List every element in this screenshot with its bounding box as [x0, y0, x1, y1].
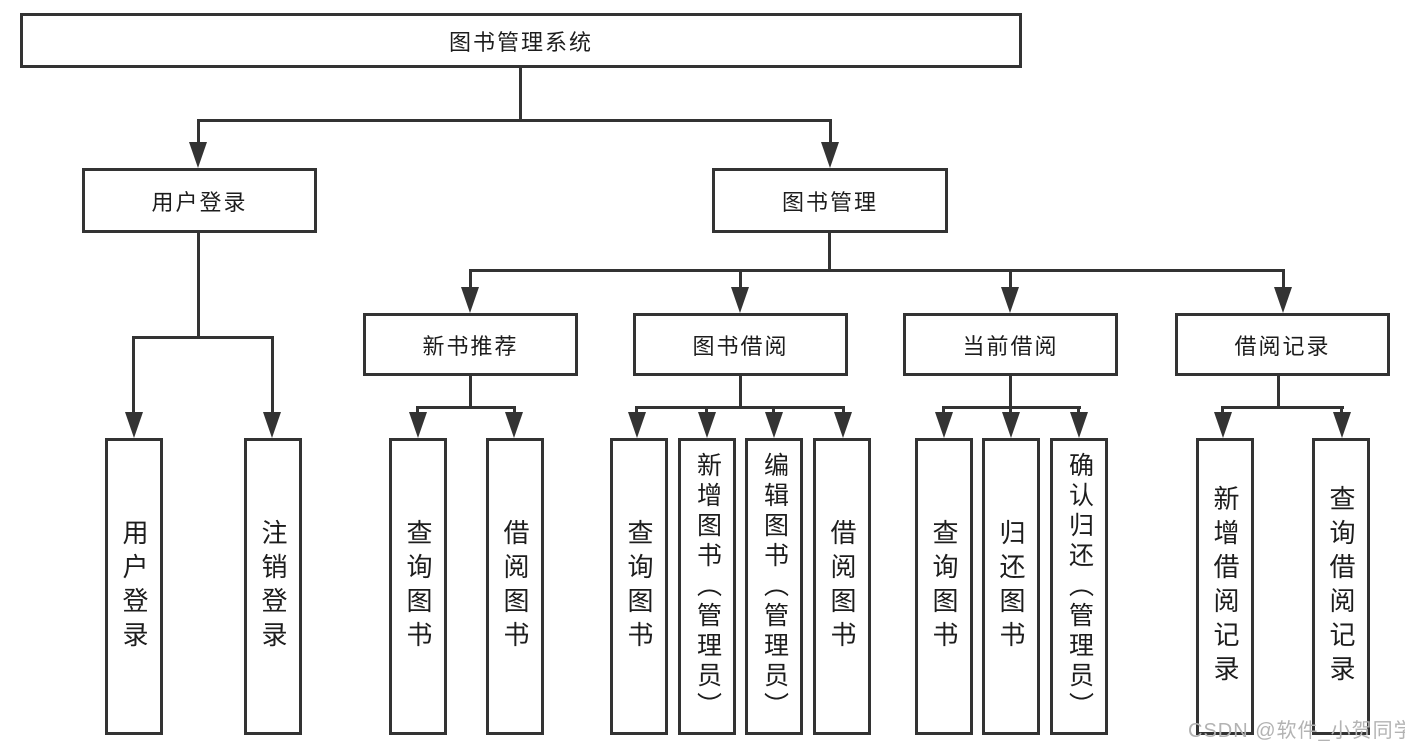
arrow-down-icon-cb-return	[1002, 412, 1020, 438]
leaf-nb-borrow-books: 借阅图书	[486, 438, 544, 735]
borrow-records-rail-line	[1221, 406, 1344, 409]
leaf-br-add-record-label: 新增借阅记录	[1210, 484, 1240, 689]
leaf-cb-return-books-label: 归还图书	[996, 518, 1026, 655]
drop-line-cb-query	[942, 406, 945, 414]
drop-line-book-management	[829, 119, 832, 144]
book-borrow-stem-line	[739, 376, 742, 409]
node-book-management: 图书管理	[712, 168, 948, 233]
user-login-rail-line	[132, 336, 274, 339]
node-book-management-label: 图书管理	[781, 189, 878, 215]
leaf-br-query-record-label: 查询借阅记录	[1326, 484, 1356, 689]
leaf-logout-label: 注销登录	[258, 518, 288, 655]
drop-line-br-add	[1221, 406, 1224, 414]
node-borrow-records: 借阅记录	[1175, 313, 1390, 376]
node-borrow-records-label: 借阅记录	[1234, 333, 1331, 359]
drop-line-bb-borrow	[842, 406, 845, 414]
leaf-logout: 注销登录	[244, 438, 302, 735]
drop-line-leaf-logout	[271, 336, 274, 414]
drop-line-cb-confirm	[1077, 406, 1080, 414]
node-current-borrow: 当前借阅	[903, 313, 1118, 376]
leaf-bb-borrow-books-label: 借阅图书	[827, 518, 857, 655]
leaf-user-login: 用户登录	[105, 438, 163, 735]
leaf-cb-query-books: 查询图书	[915, 438, 973, 735]
arrow-down-icon-br-query	[1333, 412, 1351, 438]
root-stem-line	[519, 68, 522, 122]
leaf-nb-query-books-label: 查询图书	[403, 518, 433, 655]
leaf-bb-borrow-books: 借阅图书	[813, 438, 871, 735]
node-user-login: 用户登录	[82, 168, 317, 233]
drop-line-new-book	[469, 269, 472, 289]
arrow-down-icon-book-management	[821, 142, 839, 168]
arrow-down-icon-new-book	[461, 287, 479, 313]
arrow-down-icon-br-add	[1214, 412, 1232, 438]
leaf-bb-add-books-admin-label: 新增图书（管理员）	[693, 451, 722, 722]
drop-line-nb-borrow	[513, 406, 516, 414]
drop-line-bb-query	[635, 406, 638, 414]
drop-line-leaf-user-login	[132, 336, 135, 414]
current-borrow-stem-line	[1009, 376, 1012, 409]
arrow-down-icon-leaf-logout	[263, 412, 281, 438]
book-management-stem-line	[828, 233, 831, 272]
drop-line-current-borrow	[1009, 269, 1012, 289]
new-book-rail-line	[416, 406, 516, 409]
leaf-cb-return-books: 归还图书	[982, 438, 1040, 735]
node-current-borrow-label: 当前借阅	[962, 333, 1059, 359]
arrow-down-icon-book-borrow	[731, 287, 749, 313]
leaf-cb-query-books-label: 查询图书	[929, 518, 959, 655]
arrow-down-icon-leaf-user-login	[125, 412, 143, 438]
leaf-bb-query-books: 查询图书	[610, 438, 668, 735]
new-book-stem-line	[469, 376, 472, 409]
node-user-login-label: 用户登录	[151, 189, 248, 215]
leaf-cb-confirm-return-admin-label: 确认归还（管理员）	[1065, 451, 1094, 722]
drop-line-cb-return	[1009, 406, 1012, 414]
arrow-down-icon-bb-add	[698, 412, 716, 438]
leaf-user-login-label: 用户登录	[119, 518, 149, 655]
arrow-down-icon-bb-query	[628, 412, 646, 438]
arrow-down-icon-borrow-records	[1274, 287, 1292, 313]
leaf-br-add-record: 新增借阅记录	[1196, 438, 1254, 735]
node-new-book-recommend: 新书推荐	[363, 313, 578, 376]
node-book-borrow: 图书借阅	[633, 313, 848, 376]
drop-line-nb-query	[416, 406, 419, 414]
leaf-cb-confirm-return-admin: 确认归还（管理员）	[1050, 438, 1108, 735]
borrow-records-stem-line	[1277, 376, 1280, 409]
drop-line-bb-edit	[772, 406, 775, 414]
leaf-nb-borrow-books-label: 借阅图书	[500, 518, 530, 655]
drop-line-bb-add	[705, 406, 708, 414]
drop-line-borrow-records	[1282, 269, 1285, 289]
arrow-down-icon-cb-confirm	[1070, 412, 1088, 438]
leaf-bb-edit-books-admin-label: 编辑图书（管理员）	[760, 451, 789, 722]
arrow-down-icon-bb-borrow	[834, 412, 852, 438]
leaf-bb-edit-books-admin: 编辑图书（管理员）	[745, 438, 803, 735]
arrow-down-icon-bb-edit	[765, 412, 783, 438]
node-book-borrow-label: 图书借阅	[692, 333, 789, 359]
node-new-book-recommend-label: 新书推荐	[422, 333, 519, 359]
node-root: 图书管理系统	[20, 13, 1022, 68]
drop-line-book-borrow	[739, 269, 742, 289]
level3-rail-line	[469, 269, 1285, 272]
arrow-down-icon-nb-borrow	[505, 412, 523, 438]
arrow-down-icon-nb-query	[409, 412, 427, 438]
user-login-stem-line	[197, 233, 200, 339]
leaf-br-query-record: 查询借阅记录	[1312, 438, 1370, 735]
arrow-down-icon-cb-query	[935, 412, 953, 438]
leaf-nb-query-books: 查询图书	[389, 438, 447, 735]
level2-rail-line	[197, 119, 832, 122]
arrow-down-icon-current-borrow	[1001, 287, 1019, 313]
leaf-bb-add-books-admin: 新增图书（管理员）	[678, 438, 736, 735]
book-borrow-rail-line	[635, 406, 845, 409]
leaf-bb-query-books-label: 查询图书	[624, 518, 654, 655]
drop-line-br-query	[1340, 406, 1343, 414]
drop-line-user-login	[197, 119, 200, 144]
csdn-watermark: CSDN @软件_小贺同学	[1188, 720, 1405, 742]
node-root-label: 图书管理系统	[448, 29, 593, 55]
arrow-down-icon-user-login	[189, 142, 207, 168]
